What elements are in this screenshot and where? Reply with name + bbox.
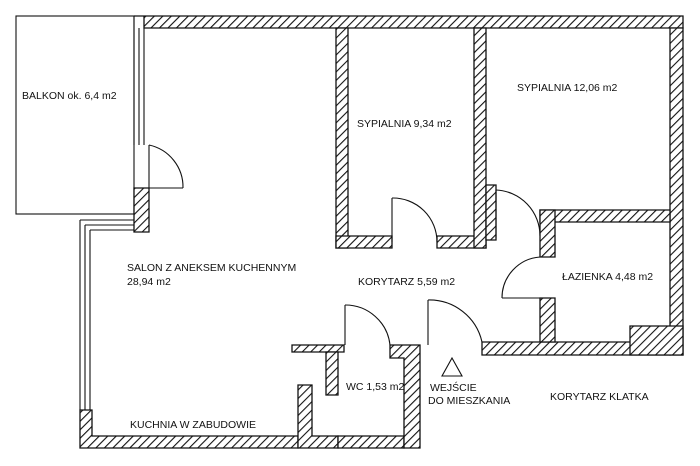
label-salon-line1: SALON Z ANEKSEM KUCHENNYM [127,262,296,274]
label-wejscie-line1: WEJŚCIE [430,381,477,394]
label-sypialnia-small: SYPIALNIA 9,34 m2 [357,118,452,130]
entrance-triangle-icon [441,356,463,377]
label-sypialnia-large: SYPIALNIA 12,06 m2 [517,82,618,94]
balcony [15,15,135,215]
label-wejscie-line2: DO MIESZKANIA [428,395,510,407]
label-wc: WC 1,53 m2 [346,381,405,393]
label-balkon: BALKON ok. 6,4 m2 [22,90,117,102]
label-korytarz-klatka: KORYTARZ KLATKA [550,391,649,403]
room-labels: BALKON ok. 6,4 m2 SYPIALNIA 9,34 m2 SYPI… [22,82,653,431]
window-left-upper [133,16,145,145]
label-salon-line2: 28,94 m2 [127,276,171,288]
interior-walls [291,27,671,396]
outer-walls [79,15,684,449]
label-lazienka: ŁAZIENKA 4,48 m2 [562,271,653,283]
label-kuchnia: KUCHNIA W ZABUDOWIE [130,419,256,431]
doors [148,144,541,346]
window-left-lower [79,219,134,410]
label-korytarz: KORYTARZ 5,59 m2 [358,276,455,288]
